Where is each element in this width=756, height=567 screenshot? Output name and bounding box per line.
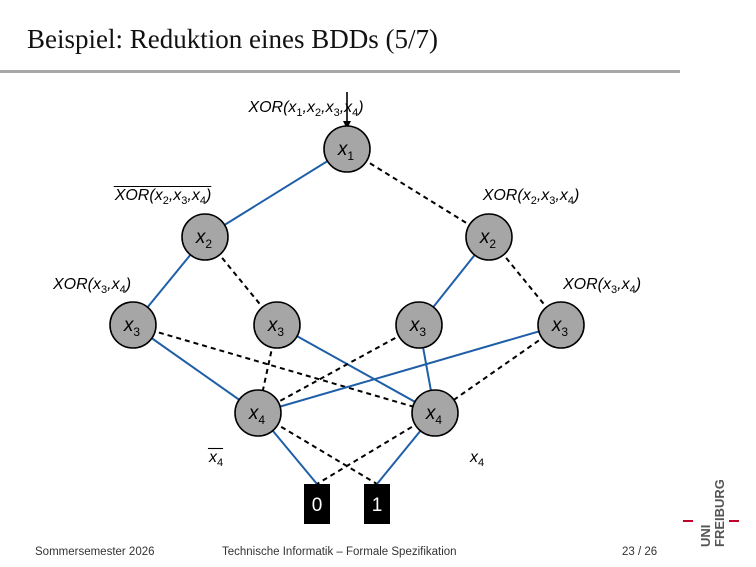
bdd-node-var: x1	[337, 139, 355, 163]
svg-text:XOR(x2,x3,x4): XOR(x2,x3,x4)	[114, 187, 212, 207]
bdd-node-var: x3	[409, 315, 427, 339]
svg-text:x4: x4	[469, 449, 484, 469]
edge-n3d-n4b-low	[434, 324, 562, 414]
labels-layer: XOR(x1,x2,x3,x4) XOR(x2,x3,x4) XOR(x2,x3,x…	[52, 99, 641, 469]
function-label-lbl-x3-left: XOR(x3,x4)	[52, 276, 131, 296]
title-divider	[0, 70, 680, 73]
slide-title: Beispiel: Reduktion eines BDDs (5/7)	[27, 24, 438, 54]
bdd-node-var: x2	[195, 227, 213, 251]
bdd-node-n2b: x2	[465, 213, 513, 261]
bdd-node-var: x2	[479, 227, 497, 251]
logo-text-uni: UNI	[698, 525, 713, 547]
edge-n3c-n4a-low	[257, 324, 420, 414]
bdd-node-var: x3	[551, 315, 569, 339]
bdd-node-n3a: x3	[109, 301, 157, 349]
svg-text:XOR(x3,x4): XOR(x3,x4)	[562, 276, 641, 296]
nodes-layer: x1 x2 x2 x3 x3 x3 x3 x4 x4 0 1	[109, 125, 585, 524]
svg-text:XOR(x1,x2,x3,x4): XOR(x1,x2,x3,x4)	[247, 99, 363, 119]
footer-page-number: 23 / 26	[622, 546, 658, 558]
edge-n3a-n4a-high	[132, 324, 259, 414]
bdd-node-n2a: x2	[181, 213, 229, 261]
function-label-lbl-x2-right: XOR(x2,x3,x4)	[482, 187, 580, 207]
svg-text:1: 1	[372, 495, 383, 516]
bdd-node-var: x3	[267, 315, 285, 339]
bdd-node-n4b: x4	[411, 389, 459, 437]
footer-course: Technische Informatik – Formale Spezifik…	[222, 546, 457, 558]
bdd-node-var: x4	[425, 403, 443, 427]
svg-text:x4: x4	[208, 449, 223, 469]
terminal-0: 0	[304, 484, 330, 524]
function-label-lbl-x2-left: XOR(x2,x3,x4)	[113, 185, 212, 207]
edge-n1-n2b-low	[346, 148, 490, 238]
bdd-node-n3c: x3	[395, 301, 443, 349]
svg-text:XOR(x3,x4): XOR(x3,x4)	[52, 276, 131, 296]
edge-n3b-n4b-high	[276, 324, 436, 414]
logo-text-freiburg: FREIBURG	[712, 479, 727, 547]
function-label-lbl-x4-right: x4	[469, 449, 484, 469]
function-label-lbl-x4-left: x4	[207, 447, 224, 469]
edge-n3a-n4b-low	[132, 324, 436, 414]
footer-semester: Sommersemester 2026	[35, 546, 155, 558]
edge-n1-n2a-high	[204, 148, 348, 238]
bdd-node-var: x3	[123, 315, 141, 339]
bdd-node-n1: x1	[323, 125, 371, 173]
edge-n3d-n4a-high	[257, 324, 562, 414]
university-logo: UNI FREIBURG	[683, 479, 739, 547]
terminal-1: 1	[364, 484, 390, 524]
bdd-node-n3b: x3	[253, 301, 301, 349]
svg-text:0: 0	[312, 495, 323, 516]
function-label-root: XOR(x1,x2,x3,x4)	[247, 99, 363, 119]
bdd-node-n3d: x3	[537, 301, 585, 349]
bdd-node-n4a: x4	[234, 389, 282, 437]
function-label-lbl-x3-right: XOR(x3,x4)	[562, 276, 641, 296]
svg-text:XOR(x2,x3,x4): XOR(x2,x3,x4)	[482, 187, 580, 207]
bdd-node-var: x4	[248, 403, 266, 427]
